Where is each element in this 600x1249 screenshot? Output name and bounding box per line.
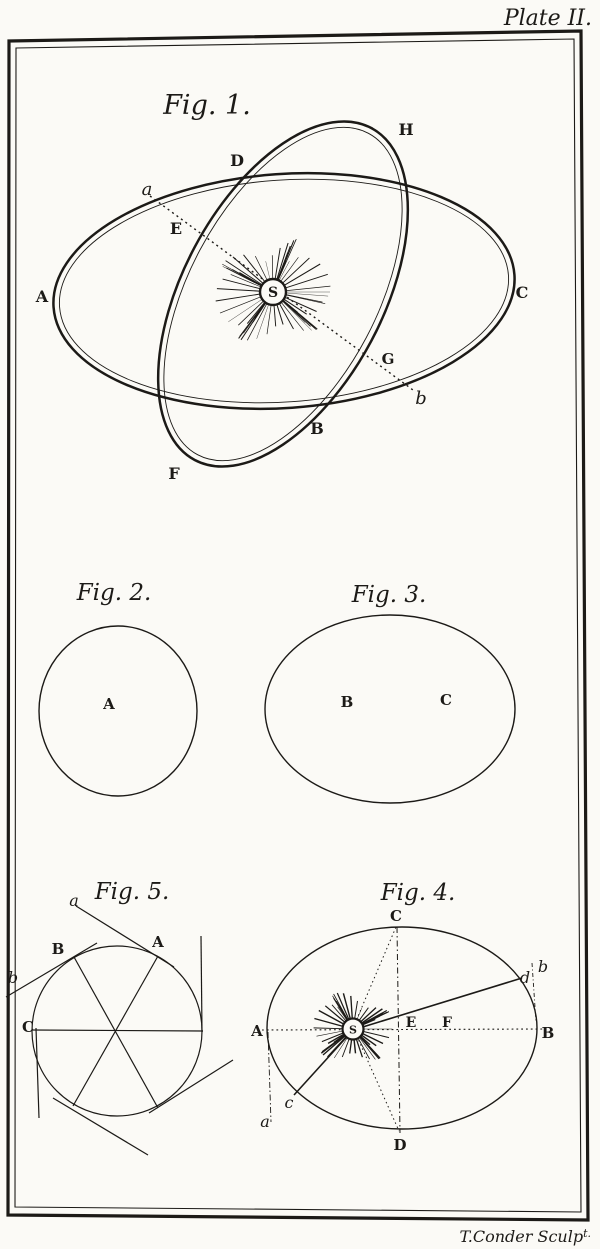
- fig3-title: Fig. 3.: [351, 582, 427, 608]
- fig5-label-A: A: [151, 933, 164, 951]
- fig4-dotted-line-S-D: [354, 1031, 400, 1132]
- fig2-circle: [38, 625, 198, 797]
- fig1-orbit-FH: [156, 120, 410, 468]
- fig5-tangent-bottom-right: [148, 1059, 234, 1114]
- fig4-line-S-c: [293, 1029, 354, 1096]
- engraver-credit: T.Conder Sculpt.: [459, 1227, 591, 1246]
- fig3-label-B: B: [341, 693, 354, 711]
- fig1-sun-disc: [258, 277, 288, 307]
- fig5-diameter-A: [72, 955, 159, 1107]
- fig4-label-A: A: [250, 1022, 263, 1040]
- figure-5: Fig. 5. a b B A C: [5, 879, 234, 1156]
- fig5-diameter-horizontal: [31, 1029, 204, 1032]
- fig4-label-c: c: [285, 1093, 294, 1112]
- fig5-label-C: C: [22, 1018, 34, 1036]
- fig4-ellipse: [266, 926, 538, 1130]
- fig5-tangent-left-vertical: [35, 1027, 40, 1119]
- fig5-tangent-b: [5, 942, 98, 998]
- fig3-ellipse: [264, 614, 516, 804]
- fig4-dotted-line-S-C: [352, 926, 397, 1029]
- fig1-label-A: A: [35, 287, 49, 306]
- fig5-diameter-B: [73, 956, 159, 1109]
- fig4-label-b: b: [538, 957, 548, 976]
- engraver-name: T.Conder Sculp: [459, 1227, 583, 1246]
- fig4-label-B: B: [542, 1024, 555, 1042]
- figure-4: Fig. 4. S C A B D E F d b c a: [250, 880, 554, 1154]
- fig4-label-E: E: [406, 1015, 417, 1031]
- fig5-label-B: B: [52, 940, 65, 958]
- plate-title: Plate II.: [503, 6, 592, 31]
- fig1-label-b: b: [415, 388, 427, 409]
- fig4-sun-disc: [341, 1017, 365, 1041]
- fig2-label-A: A: [102, 695, 115, 713]
- fig4-axis-AB-dotted-line: [261, 1028, 546, 1031]
- fig5-title: Fig. 5.: [94, 879, 170, 905]
- fig5-label-a: a: [69, 891, 79, 910]
- fig1-title: Fig. 1.: [162, 90, 251, 121]
- fig1-label-E: E: [170, 219, 182, 238]
- fig4-label-F: F: [442, 1015, 452, 1031]
- fig4-label-a: a: [260, 1112, 270, 1131]
- fig1-orbit-FH-outer-line: [156, 120, 410, 468]
- fig3-label-C: C: [440, 691, 452, 709]
- fig4-label-S: S: [349, 1024, 357, 1037]
- fig4-chord-CD-dashdot-line: [396, 926, 401, 1134]
- fig1-label-a: a: [142, 179, 153, 200]
- fig5-tangent-a: [75, 905, 175, 968]
- sun-icon: S: [313, 992, 393, 1060]
- fig4-vertical-guide-a: [267, 1031, 272, 1123]
- fig4-line-S-d: [352, 977, 523, 1031]
- plate-frame-inner: [14, 38, 582, 1213]
- plate-frame-outer: [6, 29, 590, 1222]
- fig1-label-B: B: [310, 419, 324, 438]
- fig1-label-D: D: [230, 151, 244, 170]
- fig5-label-b: b: [8, 968, 18, 987]
- fig5-tangent-bottom: [52, 1097, 149, 1156]
- fig1-label-C: C: [516, 283, 529, 302]
- engraver-suffix: t.: [583, 1227, 591, 1240]
- fig1-orbit-AC: [52, 171, 516, 411]
- figure-2: Fig. 2. A: [38, 580, 198, 797]
- fig4-title: Fig. 4.: [380, 880, 456, 906]
- fig2-title: Fig. 2.: [76, 580, 152, 606]
- sun-icon: S: [215, 238, 331, 341]
- fig1-label-F: F: [168, 464, 180, 483]
- figure-3: Fig. 3. B C: [264, 582, 516, 804]
- fig1-orbit-AC-outer-line: [52, 171, 516, 411]
- figure-1: Fig. 1. S A a D E H C G b B F: [35, 90, 529, 483]
- plate-frame: [6, 29, 590, 1222]
- fig4-label-C: C: [390, 907, 402, 925]
- fig1-label-H: H: [398, 120, 413, 139]
- fig4-label-d: d: [520, 968, 530, 987]
- fig1-orbit-AC-inner-line: [58, 178, 510, 404]
- fig4-label-D: D: [393, 1136, 406, 1154]
- fig1-label-G: G: [382, 350, 395, 368]
- fig5-tangent-right-vertical: [200, 935, 203, 1033]
- fig1-orbit-FH-inner-line: [163, 126, 403, 462]
- fig1-label-S: S: [268, 285, 278, 301]
